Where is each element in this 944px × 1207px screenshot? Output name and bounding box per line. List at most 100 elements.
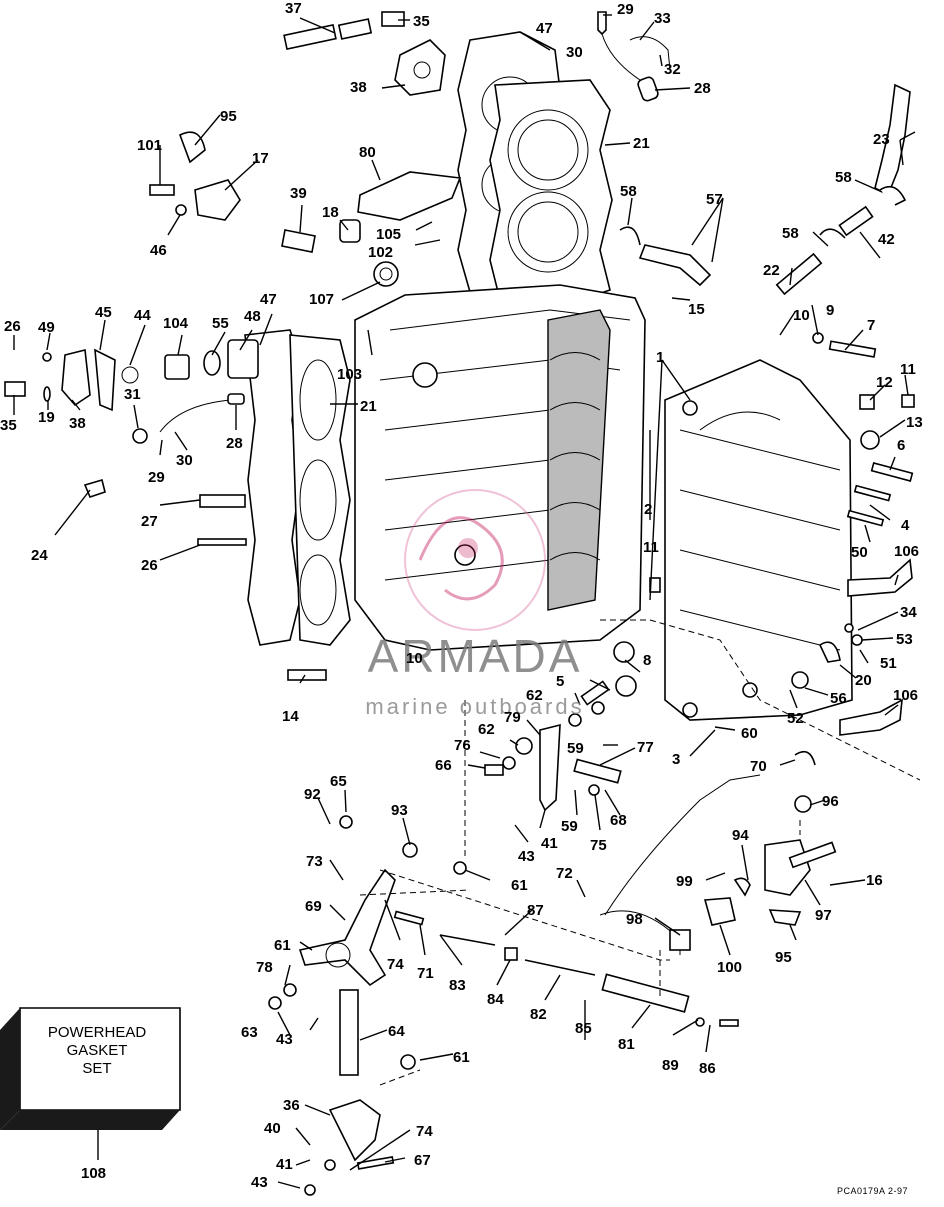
callout-4: 4	[901, 517, 910, 534]
callout-65: 65	[330, 773, 347, 790]
callout-85: 85	[575, 1020, 592, 1037]
callout-40: 40	[264, 1120, 281, 1137]
callout-81: 81	[618, 1036, 635, 1053]
callout-44: 44	[134, 307, 151, 324]
callout-11b: 11	[643, 539, 659, 556]
callout-21a: 21	[633, 135, 650, 152]
callout-70: 70	[750, 758, 767, 775]
watermark-logo-icon	[404, 489, 546, 631]
callout-106a: 106	[894, 543, 919, 560]
callout-30b: 30	[176, 452, 193, 469]
callout-43a: 43	[518, 848, 535, 865]
callout-58a: 58	[835, 169, 852, 186]
callout-64: 64	[388, 1023, 405, 1040]
callout-22: 22	[763, 262, 780, 279]
callout-37: 37	[285, 0, 302, 17]
callout-108: 108	[81, 1165, 106, 1182]
watermark-tagline: marine outboards	[365, 694, 584, 719]
callout-32: 32	[664, 61, 681, 78]
callout-35b: 35	[0, 417, 17, 434]
callout-86: 86	[699, 1060, 716, 1077]
callout-47a: 47	[536, 20, 553, 37]
callout-93: 93	[391, 802, 408, 819]
callout-29b: 29	[148, 469, 165, 486]
drawing-reference-code: PCA0179A 2-97	[836, 1186, 908, 1196]
callout-98: 98	[626, 911, 643, 928]
callout-74a: 74	[387, 956, 404, 973]
callout-18: 18	[322, 204, 339, 221]
callout-27: 27	[141, 513, 158, 530]
gasket-set-label: POWERHEAD GASKET SET	[47, 1024, 147, 1077]
callout-68: 68	[610, 812, 627, 829]
callout-16: 16	[866, 872, 883, 889]
callout-69: 69	[305, 898, 322, 915]
callout-39: 39	[290, 185, 307, 202]
callout-62a: 62	[526, 687, 543, 704]
callout-28b: 28	[226, 435, 243, 452]
callout-56: 56	[830, 690, 847, 707]
callout-19: 19	[38, 409, 55, 426]
callout-107: 107	[309, 291, 334, 308]
callout-38a: 38	[350, 79, 367, 96]
callout-96: 96	[822, 793, 839, 810]
callout-95b: 95	[775, 949, 792, 966]
callout-92: 92	[304, 786, 321, 803]
callout-36: 36	[283, 1097, 300, 1114]
watermark-brand: ARMADA	[368, 630, 583, 682]
callout-80: 80	[359, 144, 376, 161]
callout-66: 66	[435, 757, 452, 774]
callout-1: 1	[656, 349, 664, 366]
gasket-set-box: 108	[0, 1007, 181, 1182]
callout-79: 79	[504, 709, 521, 726]
callout-31: 31	[124, 386, 141, 403]
exhaust-cover	[244, 329, 351, 646]
watermark: ARMADA marine outboards	[365, 489, 584, 719]
callout-74b: 74	[416, 1123, 433, 1140]
callout-99: 99	[676, 873, 693, 890]
callout-95a: 95	[220, 108, 237, 125]
callout-15: 15	[688, 301, 705, 318]
callout-73: 73	[306, 853, 323, 870]
callout-55: 55	[212, 315, 229, 332]
callout-87: 87	[527, 902, 544, 919]
callout-58b: 58	[620, 183, 637, 200]
callout-24: 24	[31, 547, 48, 564]
callout-84: 84	[487, 991, 504, 1008]
callout-12: 12	[876, 374, 893, 391]
callout-101: 101	[137, 137, 162, 154]
phantom-lines	[359, 619, 921, 1086]
callout-106b: 106	[893, 687, 918, 704]
callout-33: 33	[654, 10, 671, 27]
callout-63: 63	[241, 1024, 258, 1041]
callout-17: 17	[252, 150, 269, 167]
callout-58c: 58	[782, 225, 799, 242]
callout-45: 45	[95, 304, 112, 321]
callout-48: 48	[244, 308, 261, 325]
callout-61b: 61	[274, 937, 291, 954]
callout-35a: 35	[413, 13, 430, 30]
callout-57: 57	[706, 191, 723, 208]
callout-78: 78	[256, 959, 273, 976]
callout-72: 72	[556, 865, 573, 882]
callout-41b: 41	[276, 1156, 293, 1173]
callout-8: 8	[643, 652, 651, 669]
callout-28a: 28	[694, 80, 711, 97]
callout-14: 14	[282, 708, 299, 725]
callout-23: 23	[873, 131, 890, 148]
small-parts	[4, 11, 915, 736]
crankcase-half	[664, 359, 853, 721]
callout-53: 53	[896, 631, 913, 648]
callout-7: 7	[867, 317, 875, 334]
callout-59a: 59	[567, 740, 584, 757]
callout-11a: 11	[900, 361, 916, 378]
callout-38b: 38	[69, 415, 86, 432]
callout-100: 100	[717, 959, 742, 976]
cylinder-block	[354, 284, 646, 651]
callout-9: 9	[826, 302, 834, 319]
callout-2: 2	[644, 501, 652, 518]
callout-82: 82	[530, 1006, 547, 1023]
throttle-linkage	[268, 723, 837, 1196]
callout-49: 49	[38, 319, 55, 336]
